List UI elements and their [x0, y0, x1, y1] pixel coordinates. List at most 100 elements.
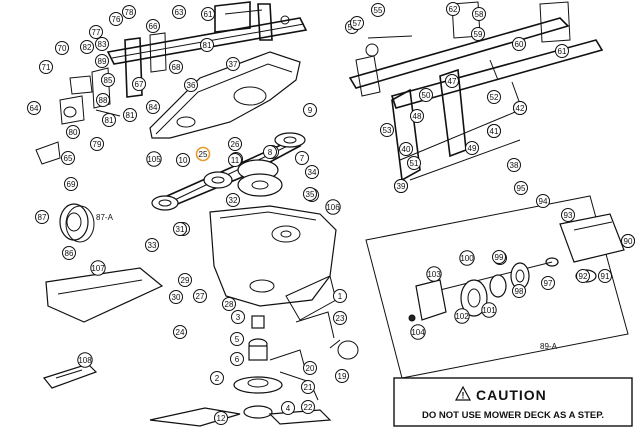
callout-87: 87 — [35, 210, 49, 224]
callout-92: 92 — [576, 269, 590, 283]
callout-107: 107 — [90, 260, 106, 276]
warning-triangle-icon — [454, 385, 472, 401]
svg-text:2: 2 — [215, 374, 220, 383]
svg-text:8: 8 — [268, 148, 273, 157]
caution-body: DO NOT USE MOWER DECK AS A STEP. — [422, 410, 604, 421]
callout-3: 3 — [231, 310, 245, 324]
callout-4: 4 — [281, 401, 295, 415]
svg-text:51: 51 — [410, 159, 419, 168]
callout-84: 84 — [146, 100, 160, 114]
svg-text:65: 65 — [64, 154, 73, 163]
svg-text:67: 67 — [135, 80, 144, 89]
callout-2: 2 — [210, 371, 224, 385]
svg-text:81: 81 — [203, 41, 212, 50]
callout-12: 12 — [214, 411, 228, 425]
svg-text:87: 87 — [38, 213, 47, 222]
callout-31: 31 — [173, 222, 187, 236]
callout-30: 30 — [169, 290, 183, 304]
callout-80: 80 — [66, 125, 80, 139]
svg-text:81: 81 — [126, 111, 135, 120]
callout-57: 57 — [350, 16, 364, 30]
callout-49: 49 — [465, 141, 479, 155]
lift-frame-assembly — [348, 1, 604, 182]
callout-1: 1 — [333, 289, 347, 303]
callout-77: 77 — [89, 25, 103, 39]
callout-48: 48 — [410, 109, 424, 123]
callout-20: 20 — [303, 361, 317, 375]
callout-105: 105 — [146, 151, 162, 167]
svg-text:108: 108 — [78, 356, 92, 365]
svg-text:105: 105 — [147, 155, 161, 164]
callout-33: 33 — [145, 238, 159, 252]
svg-text:47: 47 — [448, 77, 457, 86]
callout-27: 27 — [193, 289, 207, 303]
callout-8: 8 — [263, 145, 277, 159]
svg-text:70: 70 — [58, 44, 67, 53]
svg-text:50: 50 — [422, 91, 431, 100]
callout-63: 63 — [172, 5, 186, 19]
svg-text:66: 66 — [149, 22, 158, 31]
svg-text:19: 19 — [338, 372, 347, 381]
svg-text:20: 20 — [306, 364, 315, 373]
svg-text:103: 103 — [427, 270, 441, 279]
svg-text:24: 24 — [176, 328, 185, 337]
svg-text:58: 58 — [475, 10, 484, 19]
svg-text:76: 76 — [112, 15, 121, 24]
svg-text:88: 88 — [99, 96, 108, 105]
callout-47: 47 — [445, 74, 459, 88]
callout-10: 10 — [176, 153, 190, 167]
svg-text:83: 83 — [98, 40, 107, 49]
callout-53: 53 — [380, 123, 394, 137]
callout-11: 11 — [228, 153, 242, 167]
svg-text:38: 38 — [510, 161, 519, 170]
svg-text:95: 95 — [517, 184, 526, 193]
callout-34: 34 — [305, 165, 319, 179]
svg-text:82: 82 — [83, 43, 92, 52]
svg-text:55: 55 — [374, 6, 383, 15]
svg-text:32: 32 — [229, 196, 238, 205]
callout-52: 52 — [487, 90, 501, 104]
callout-82: 82 — [80, 40, 94, 54]
svg-text:86: 86 — [65, 249, 74, 258]
svg-text:28: 28 — [225, 300, 234, 309]
inset-89a — [365, 195, 629, 379]
svg-text:36: 36 — [187, 81, 196, 90]
svg-text:85: 85 — [104, 76, 113, 85]
svg-text:68: 68 — [172, 63, 181, 72]
callout-67: 67 — [132, 77, 146, 91]
svg-text:97: 97 — [544, 279, 553, 288]
svg-text:59: 59 — [474, 30, 483, 39]
svg-text:107: 107 — [91, 264, 105, 273]
callout-76: 76 — [109, 12, 123, 26]
callout-64: 64 — [27, 101, 41, 115]
callout-6: 6 — [230, 352, 244, 366]
svg-text:93: 93 — [564, 211, 573, 220]
svg-text:84: 84 — [149, 103, 158, 112]
callout-42: 42 — [513, 101, 527, 115]
callout-39: 39 — [394, 179, 408, 193]
callout-83: 83 — [95, 37, 109, 51]
callout-101: 101 — [481, 302, 497, 318]
wheel-and-plates — [42, 203, 164, 389]
callout-58: 58 — [472, 7, 486, 21]
svg-text:6: 6 — [235, 355, 240, 364]
callout-5: 5 — [230, 332, 244, 346]
svg-text:11: 11 — [231, 156, 240, 165]
label-89a: 89-A — [540, 342, 558, 351]
callout-29: 29 — [178, 273, 192, 287]
callout-62: 62 — [446, 2, 460, 16]
svg-text:78: 78 — [125, 8, 134, 17]
callout-35: 35 — [303, 187, 317, 201]
svg-text:5: 5 — [235, 335, 240, 344]
svg-text:23: 23 — [336, 314, 345, 323]
callout-95: 95 — [514, 181, 528, 195]
callout-93: 93 — [561, 208, 575, 222]
svg-text:62: 62 — [449, 5, 458, 14]
svg-text:92: 92 — [579, 272, 588, 281]
callout-22: 22 — [301, 400, 315, 414]
svg-text:7: 7 — [300, 154, 305, 163]
svg-text:102: 102 — [455, 312, 469, 321]
svg-text:57: 57 — [353, 19, 362, 28]
callout-68: 68 — [169, 60, 183, 74]
